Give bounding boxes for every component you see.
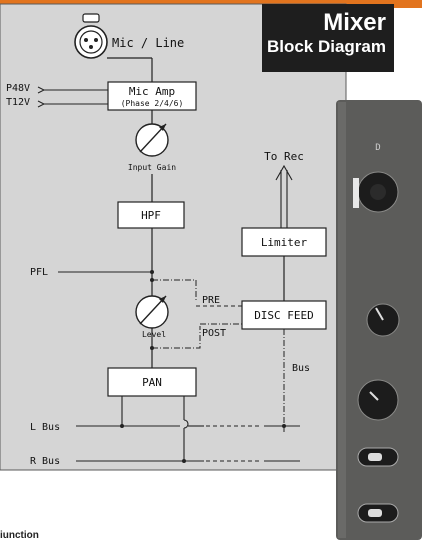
junction-dot: [150, 270, 154, 274]
title-line1: Mixer: [323, 9, 386, 36]
l-bus-label: L Bus: [30, 422, 60, 433]
xlr-connector-icon: [74, 13, 108, 59]
post-label: POST: [202, 328, 226, 339]
to-rec-label: To Rec: [264, 150, 304, 163]
limiter-label: Limiter: [261, 236, 308, 249]
hpf-label: HPF: [141, 209, 161, 222]
mic-amp-label: Mic Amp: [129, 85, 175, 98]
mic-amp-sublabel: (Phase 2/4/6): [121, 99, 184, 108]
arrow-up-icon: [275, 164, 293, 181]
mixer-device-panel: D: [336, 100, 422, 540]
input-label: Mic / Line: [112, 36, 184, 50]
pan-box: [107, 367, 197, 397]
junction-dot: [282, 424, 286, 428]
disc-feed-label: DISC FEED: [254, 309, 314, 322]
t12-label: T12V: [6, 97, 30, 108]
level-label: Level: [142, 330, 166, 339]
post-send-line: [152, 326, 201, 349]
crossover-hop: [183, 419, 189, 429]
mic-amp-box: [107, 81, 197, 111]
disc-feed-box: [241, 300, 327, 330]
bus-label: Bus: [292, 363, 310, 374]
junction-dot: [150, 278, 154, 282]
hpf-box: [117, 201, 185, 229]
p48-label: P48V: [6, 83, 30, 94]
pre-label: PRE: [202, 295, 220, 306]
input-gain-label: Input Gain: [128, 163, 176, 172]
pre-send-line: [152, 279, 197, 300]
title-block: Mixer Block Diagram: [262, 4, 394, 72]
device-marking: D: [375, 143, 380, 153]
caption-text: iunction: [0, 530, 39, 541]
pfl-label: PFL: [30, 267, 48, 278]
junction-dot: [182, 459, 186, 463]
pan-label: PAN: [142, 376, 162, 389]
input-gain-knob-icon: [135, 123, 169, 157]
junction-dot: [120, 424, 124, 428]
level-knob-icon: [135, 295, 169, 329]
r-bus-label: R Bus: [30, 456, 60, 467]
title-line2: Block Diagram: [266, 37, 386, 56]
limiter-box: [241, 227, 327, 257]
